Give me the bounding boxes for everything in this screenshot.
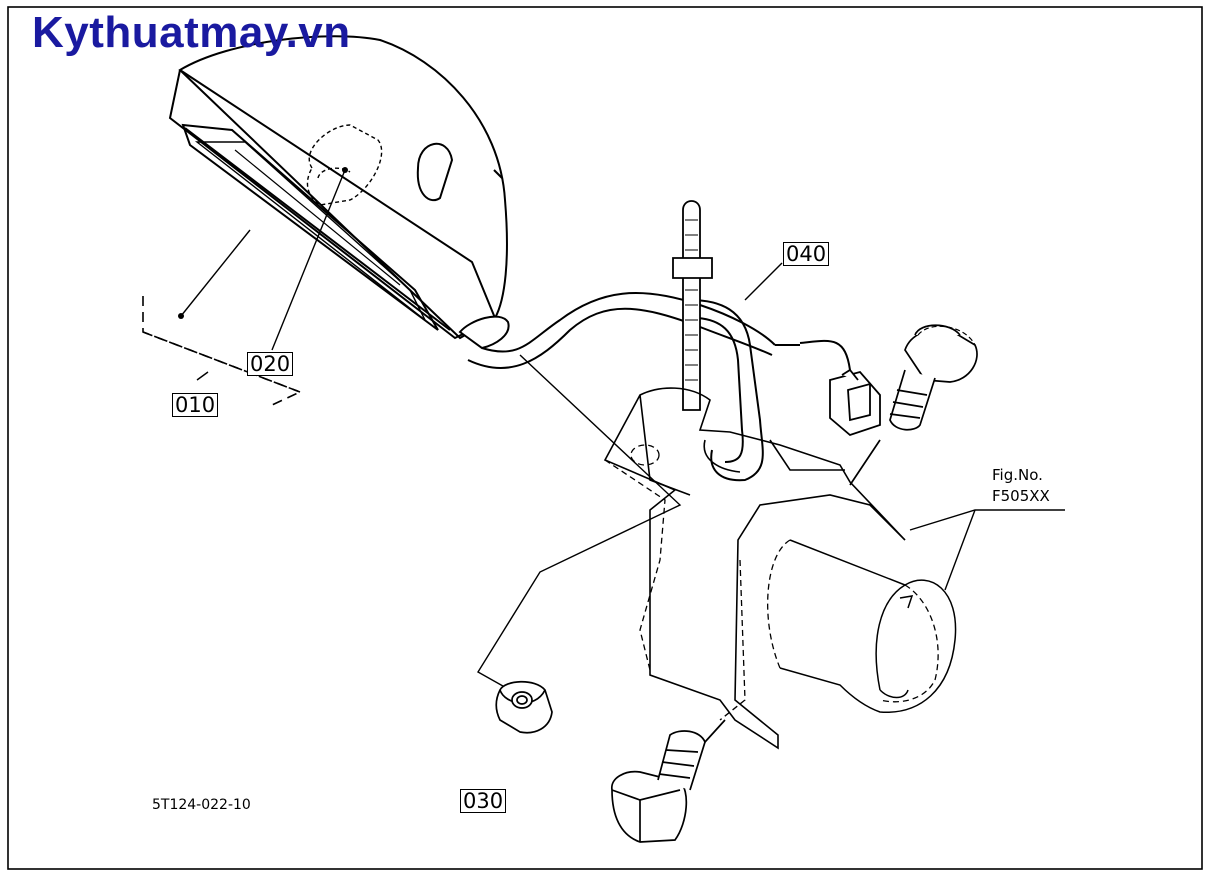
upper-bolt <box>849 324 978 486</box>
diagram-border <box>7 6 1203 870</box>
upper-bolt-hidden <box>917 325 976 346</box>
callout-030[interactable]: 030 <box>460 789 507 813</box>
cable <box>467 292 851 482</box>
mount-bracket-hidden <box>604 444 746 721</box>
cable-tie <box>672 200 713 411</box>
lower-bolt <box>611 719 726 843</box>
callout-010[interactable]: 010 <box>172 393 219 417</box>
fig-label: Fig.No. <box>992 466 1043 484</box>
sleeve-hidden <box>767 539 939 703</box>
fig-number: F505XX <box>992 487 1050 505</box>
callout-020[interactable]: 020 <box>247 352 294 376</box>
mount-bracket <box>603 387 906 750</box>
sleeve <box>779 539 957 713</box>
lamp-neck <box>458 315 510 350</box>
callout-040[interactable]: 040 <box>783 242 830 266</box>
nut-030 <box>495 680 553 734</box>
connector <box>829 368 881 437</box>
fig-reference: Fig.No. F505XX <box>992 465 1050 507</box>
diagram-code: 5T124-022-10 <box>152 797 251 813</box>
lamp-bracket-dashed <box>142 296 303 406</box>
bulb-outline <box>306 124 383 206</box>
watermark: Kythuatmay.vn <box>32 8 351 57</box>
leader-lines <box>180 169 1065 691</box>
